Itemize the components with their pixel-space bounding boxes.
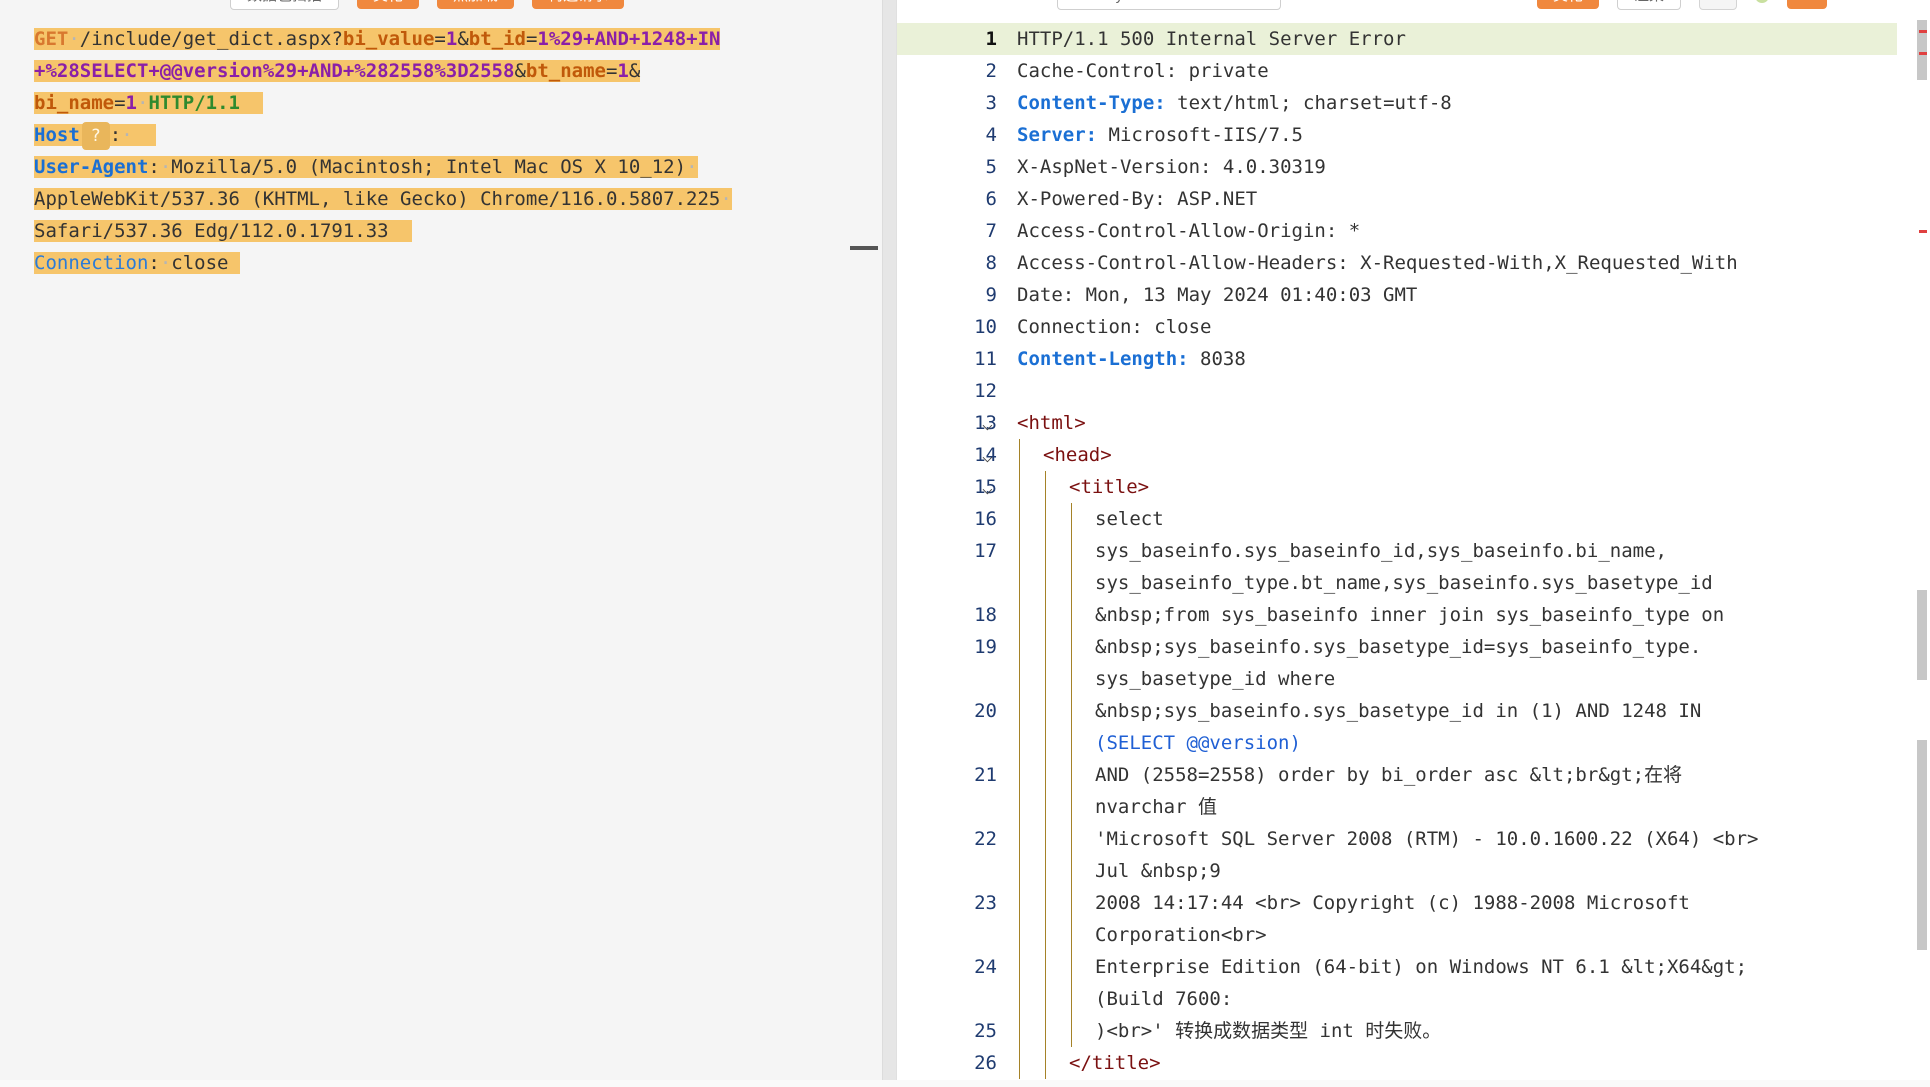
indent-guide: [1019, 887, 1020, 951]
request-line-1: GET·/include/get_dict.aspx?bi_value=1&bt…: [34, 28, 721, 50]
code-line: 18&nbsp;from sys_baseinfo inner join sys…: [897, 599, 1897, 631]
indent-guide: [1019, 439, 1020, 471]
packet-scan-button[interactable]: 数据包扫描: [230, 0, 340, 10]
chevron-down-icon[interactable]: ⌵: [982, 446, 993, 467]
indent-guide: [1019, 1047, 1020, 1079]
user-agent-line: User-Agent:·Mozilla/5.0 (Macintosh; Inte…: [34, 156, 698, 178]
indent-guide: [1045, 631, 1046, 695]
code-line: 22'Microsoft SQL Server 2008 (RTM) - 10.…: [897, 823, 1897, 887]
request-line-2: +%28SELECT+@@version%29+AND+%282558%3D25…: [34, 60, 641, 82]
indent-guide: [1019, 503, 1020, 535]
indent-guide: [1071, 823, 1072, 887]
user-agent-line-2: AppleWebKit/537.36 (KHTML, like Gecko) C…: [34, 188, 732, 210]
construct-request-button[interactable]: 构造请求: [532, 0, 625, 9]
indent-guide: [1019, 631, 1020, 695]
indent-guide: [1019, 759, 1020, 823]
code-line: 13⌵<html>: [897, 407, 1897, 439]
indent-guide: [1071, 695, 1072, 759]
view-mode-selector[interactable]: Text/Bytes / Zoom: [1057, 0, 1281, 10]
request-text[interactable]: GET·/include/get_dict.aspx?bi_value=1&bt…: [34, 23, 854, 279]
request-toolbar: 数据包扫描 美化 热加载 构造请求: [230, 0, 625, 10]
indent-guide: [1045, 535, 1046, 599]
indent-guide: [1071, 631, 1072, 695]
render-button[interactable]: 渲染: [1617, 0, 1682, 10]
help-icon[interactable]: ?: [81, 121, 110, 150]
code-line: 19&nbsp;sys_baseinfo.sys_basetype_id=sys…: [897, 631, 1897, 695]
request-editor-pane[interactable]: 数据包扫描 美化 热加载 构造请求 GET·/include/get_dict.…: [0, 0, 883, 1087]
minimap[interactable]: [1915, 0, 1927, 960]
indent-guide: [1045, 471, 1046, 503]
indent-guide: [1045, 887, 1046, 951]
indent-guide: [1019, 695, 1020, 759]
code-line: 15⌵<title>: [897, 471, 1897, 503]
indent-guide: [1019, 599, 1020, 631]
connection-header-line: Connection:·close: [34, 247, 854, 279]
beautify-button[interactable]: 美化: [357, 0, 420, 9]
host-header-line: Host?:·: [34, 119, 854, 151]
indent-guide: [1045, 599, 1046, 631]
indent-guide: [1045, 1015, 1046, 1047]
code-line: 25)<br>' 转换成数据类型 int 时失败。: [897, 1015, 1897, 1047]
indent-guide: [1045, 759, 1046, 823]
indent-guide: [1019, 823, 1020, 887]
indent-guide: [1045, 503, 1046, 535]
chevron-down-icon[interactable]: ⌵: [982, 478, 993, 499]
more-button[interactable]: [1787, 0, 1828, 9]
indent-guide: [1071, 759, 1072, 823]
code-line: 12: [974, 380, 997, 402]
user-agent-line-3: Safari/537.36 Edg/112.0.1791.33: [34, 215, 854, 247]
indent-guide: [1019, 535, 1020, 599]
indent-guide: [1045, 695, 1046, 759]
window-bottom-edge: [0, 1080, 1930, 1087]
request-line-3: bi_name=1·HTTP/1.1: [34, 87, 854, 119]
status-dot-icon: [1755, 0, 1770, 3]
indent-guide: [1045, 823, 1046, 887]
indent-guide: [1071, 1015, 1072, 1047]
chevron-down-icon[interactable]: ⌵: [982, 414, 993, 435]
indent-guide: [1045, 1047, 1046, 1079]
indent-guide: [1019, 1015, 1020, 1047]
response-toolbar: Text/Bytes / Zoom 美化 渲染: [1057, 0, 1828, 10]
code-line: 14⌵<head>: [897, 439, 1897, 471]
code-line: 20&nbsp;sys_baseinfo.sys_basetype_id in …: [897, 695, 1897, 759]
search-button[interactable]: [1699, 0, 1738, 10]
response-beautify-button[interactable]: 美化: [1537, 0, 1600, 9]
indent-guide: [1071, 503, 1072, 535]
indent-guide: [1071, 599, 1072, 631]
indent-guide: [1019, 471, 1020, 503]
code-line: 26</title>: [897, 1047, 1897, 1079]
indent-guide: [1071, 535, 1072, 599]
hot-reload-button[interactable]: 热加载: [437, 0, 515, 9]
left-scroll-marker[interactable]: [850, 246, 878, 250]
indent-guide: [1045, 951, 1046, 1015]
indent-guide: [1019, 951, 1020, 1015]
indent-guide: [1071, 887, 1072, 951]
indent-guide: [1071, 951, 1072, 1015]
